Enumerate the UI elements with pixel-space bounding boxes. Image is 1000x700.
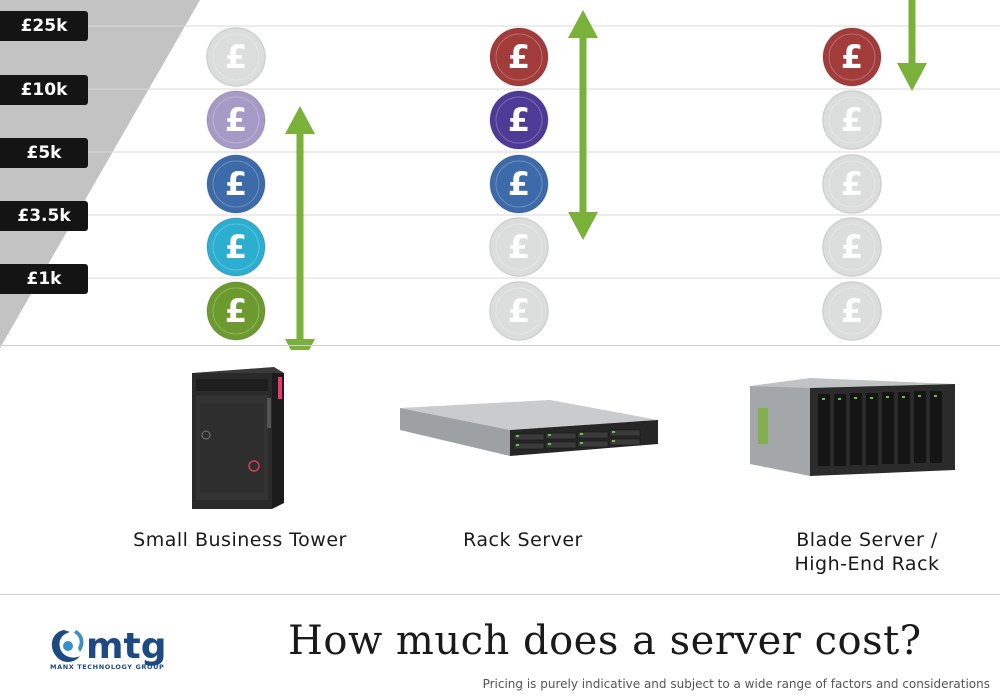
coin-0-3: £: [206, 217, 266, 277]
coin-symbol-0-2: £: [225, 165, 247, 203]
coin-1-2: £: [489, 154, 549, 214]
gridlines: [0, 25, 1000, 279]
disclaimer: Pricing is purely indicative and subject…: [482, 677, 990, 691]
server-name-blade-line-1: Blade Server /: [796, 529, 938, 551]
page-title: How much does a server cost?: [288, 618, 922, 664]
blade-server-image: [750, 378, 955, 476]
coin-0-2: £: [206, 154, 266, 214]
coin-symbol-0-4: £: [225, 292, 247, 330]
range-arrows: [285, 0, 927, 350]
coin-symbol-1-0: £: [508, 38, 530, 76]
coin-1-0: £: [489, 27, 549, 87]
rack-server-image: [400, 400, 658, 456]
coin-0-0: £: [206, 27, 266, 87]
coin-1-3: £: [489, 217, 549, 277]
coin-0-4: £: [206, 281, 266, 341]
coin-symbol-1-4: £: [508, 292, 530, 330]
price-label-1k: £1k: [0, 264, 88, 294]
range-arrow-2: [897, 0, 927, 91]
coin-1-4: £: [489, 281, 549, 341]
server-name-tower-line: Small Business Tower: [133, 529, 347, 551]
coin-symbol-2-1: £: [841, 101, 863, 139]
coins: £ £ £ £ £ £ £ £ £ £ £ £ £ £ £: [206, 27, 882, 341]
coin-symbol-0-0: £: [225, 38, 247, 76]
coin-2-0: £: [822, 27, 882, 87]
price-label-25k: £25k: [0, 11, 88, 41]
coin-2-2: £: [822, 154, 882, 214]
logo-tagline: MANX TECHNOLOGY GROUP: [50, 663, 165, 671]
logo-wordmark: mtg: [86, 626, 167, 667]
coin-symbol-2-4: £: [841, 292, 863, 330]
footer-divider: [0, 594, 1000, 595]
server-name-blade-line-2: High-End Rack: [794, 553, 940, 575]
price-label-5k: £5k: [0, 138, 88, 168]
range-arrow-0: [285, 106, 315, 350]
coin-symbol-1-2: £: [508, 165, 530, 203]
range-arrow-1: [568, 10, 598, 240]
server-name-tower: Small Business Tower: [110, 528, 370, 552]
coin-symbol-1-3: £: [508, 228, 530, 266]
server-name-rack: Rack Server: [418, 528, 628, 552]
coin-1-1: £: [489, 90, 549, 150]
coin-2-4: £: [822, 281, 882, 341]
price-label-10k: £10k: [0, 75, 88, 105]
coin-symbol-2-0: £: [841, 38, 863, 76]
coin-0-1: £: [206, 90, 266, 150]
mtg-logo: mtg: [51, 626, 167, 667]
coin-symbol-1-1: £: [508, 101, 530, 139]
coin-symbol-2-3: £: [841, 228, 863, 266]
coin-symbol-0-1: £: [225, 101, 247, 139]
diagram-bottom-line: [0, 345, 1000, 346]
price-label-3-5k: £3.5k: [0, 201, 88, 231]
server-name-blade: Blade Server / High-End Rack: [752, 528, 982, 576]
server-name-rack-line: Rack Server: [463, 529, 583, 551]
coin-2-1: £: [822, 90, 882, 150]
coin-symbol-2-2: £: [841, 165, 863, 203]
price-gradient-wedge: [0, 0, 200, 348]
tower-server-image: [192, 367, 284, 509]
coin-symbol-0-3: £: [225, 228, 247, 266]
price-diagram: £ £ £ £ £ £ £ £ £ £ £ £ £ £ £: [0, 0, 1000, 350]
coin-2-3: £: [822, 217, 882, 277]
